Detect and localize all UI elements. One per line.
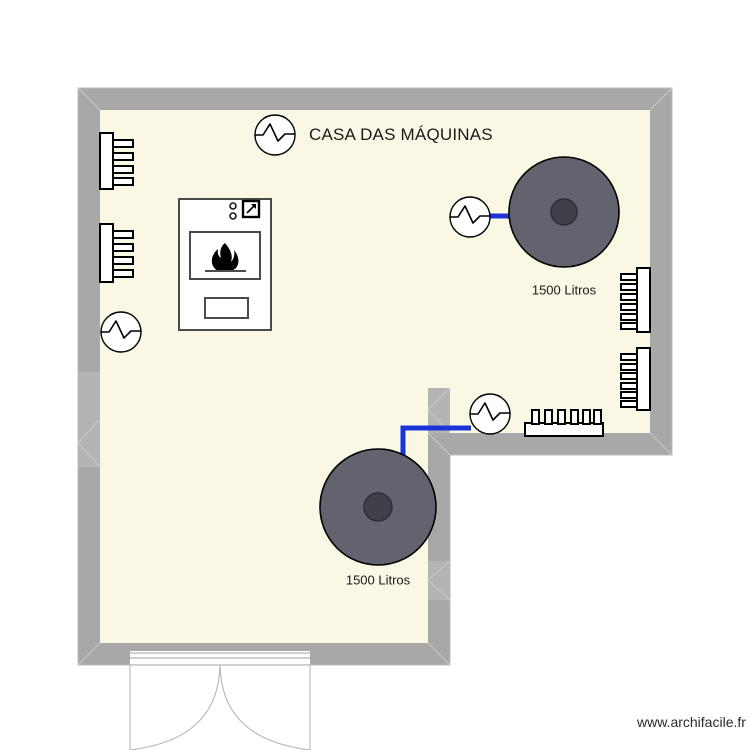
gauge-inner-corner-icon[interactable] — [469, 393, 511, 435]
radiator-left-bottom[interactable] — [99, 223, 134, 283]
tank-upper-right[interactable] — [508, 156, 620, 268]
radiator-inner-wall[interactable] — [524, 409, 604, 437]
boiler-lower-panel — [204, 297, 249, 319]
door-bottom-swing-right — [219, 664, 311, 750]
radiator-right-top[interactable] — [620, 267, 651, 333]
tank-upper-right-caption: 1500 Litros — [531, 282, 597, 298]
wall-notch-upper — [428, 388, 450, 433]
wall-miter-lines — [77, 87, 673, 666]
room-title-label: CASA DAS MÁQUINAS — [309, 125, 493, 144]
boiler-gauge-icon[interactable] — [241, 199, 261, 219]
boiler-knob-upper-icon[interactable] — [229, 202, 237, 210]
tank-lower-left[interactable] — [319, 448, 437, 566]
watermark-label: www.archifacile.fr — [637, 714, 746, 730]
door-bottom-double[interactable] — [129, 651, 311, 750]
door-left-wall-opening[interactable] — [78, 372, 100, 467]
gauge-title-icon[interactable] — [254, 114, 296, 156]
boiler-knob-lower-icon[interactable] — [229, 212, 237, 220]
tank-upper-right-hub — [550, 198, 578, 226]
door-bottom-swing-left — [129, 664, 221, 750]
gauge-left-wall-icon[interactable] — [100, 311, 142, 353]
door-openings-group — [77, 372, 451, 601]
radiator-left-top[interactable] — [99, 132, 134, 190]
flame-icon — [205, 243, 246, 272]
wall-notch-lower-marks — [427, 560, 451, 601]
wall-notch-lower — [428, 561, 450, 600]
tank-lower-left-hub — [363, 492, 393, 522]
boiler-unit[interactable] — [178, 198, 272, 331]
radiator-right-bottom[interactable] — [620, 347, 651, 411]
tank-lower-left-caption: 1500 Litros — [345, 572, 411, 588]
door-left-wall-hinge-marks — [77, 418, 101, 468]
gauge-upper-tank-icon[interactable] — [449, 196, 491, 238]
door-bottom-gap — [130, 651, 310, 667]
